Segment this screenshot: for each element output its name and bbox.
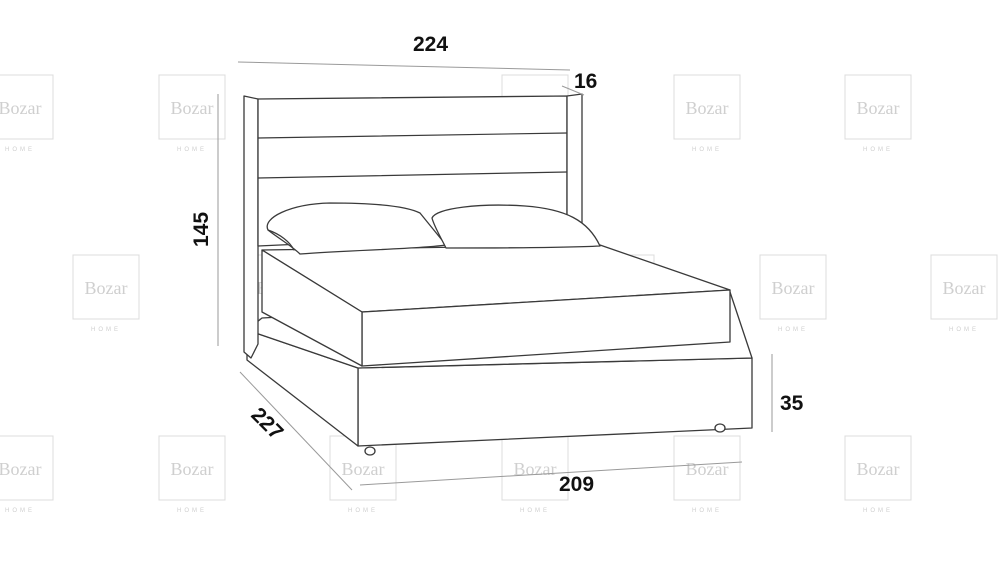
watermark-subtitle: HOME [177, 147, 207, 153]
watermark-brand: Bozar [857, 98, 900, 118]
bed-drawing [243, 93, 753, 456]
watermark-brand: Bozar [342, 459, 385, 479]
mattress-side [261, 249, 363, 367]
base-height-label: 35 [780, 392, 804, 415]
headboard-channel-1 [257, 132, 568, 139]
pillow-left-crease [267, 229, 295, 251]
bed-foot-left [364, 446, 376, 456]
width-total-label: 224 [413, 33, 448, 56]
watermark-brand: Bozar [85, 278, 128, 298]
bed-foot-right [714, 423, 726, 433]
watermark-brand: Bozar [857, 459, 900, 479]
dimension-guides [217, 61, 773, 491]
watermark-brand: Bozar [171, 98, 214, 118]
watermark-subtitle: HOME [692, 508, 722, 514]
watermark-subtitle: HOME [348, 508, 378, 514]
watermark-brand: Bozar [0, 459, 41, 479]
watermark-brand: Bozar [514, 459, 557, 479]
pillow-right [431, 204, 601, 249]
watermark-brand: Bozar [772, 278, 815, 298]
watermark-subtitle: HOME [177, 508, 207, 514]
base-width-label: 209 [559, 473, 594, 496]
watermark-brand: Bozar [943, 278, 986, 298]
headboard-depth-guide [561, 85, 585, 96]
watermark-subtitle: HOME [778, 327, 808, 333]
watermark-brand: Bozar [686, 459, 729, 479]
watermark-brand: Bozar [171, 459, 214, 479]
watermark-brand: Bozar [686, 98, 729, 118]
base-width-guide [359, 461, 743, 486]
watermark-subtitle: HOME [91, 327, 121, 333]
height-total-label: 145 [190, 212, 213, 247]
headboard-wing [243, 95, 259, 359]
headboard-depth-label: 16 [574, 70, 597, 93]
length-guide [239, 371, 353, 491]
watermark-subtitle: HOME [692, 147, 722, 153]
headboard-wing-right [566, 93, 583, 233]
watermark-subtitle: HOME [5, 508, 35, 514]
headboard-channel-2 [257, 171, 568, 179]
watermark-brand: Bozar [0, 98, 41, 118]
length-total-label: 227 [246, 403, 287, 444]
width-guide [237, 61, 571, 71]
watermark-subtitle: HOME [863, 508, 893, 514]
bed-base [357, 357, 753, 447]
watermark-subtitle: HOME [949, 327, 979, 333]
watermark-subtitle: HOME [520, 508, 550, 514]
watermark-subtitle: HOME [863, 147, 893, 153]
watermark-subtitle: HOME [5, 147, 35, 153]
